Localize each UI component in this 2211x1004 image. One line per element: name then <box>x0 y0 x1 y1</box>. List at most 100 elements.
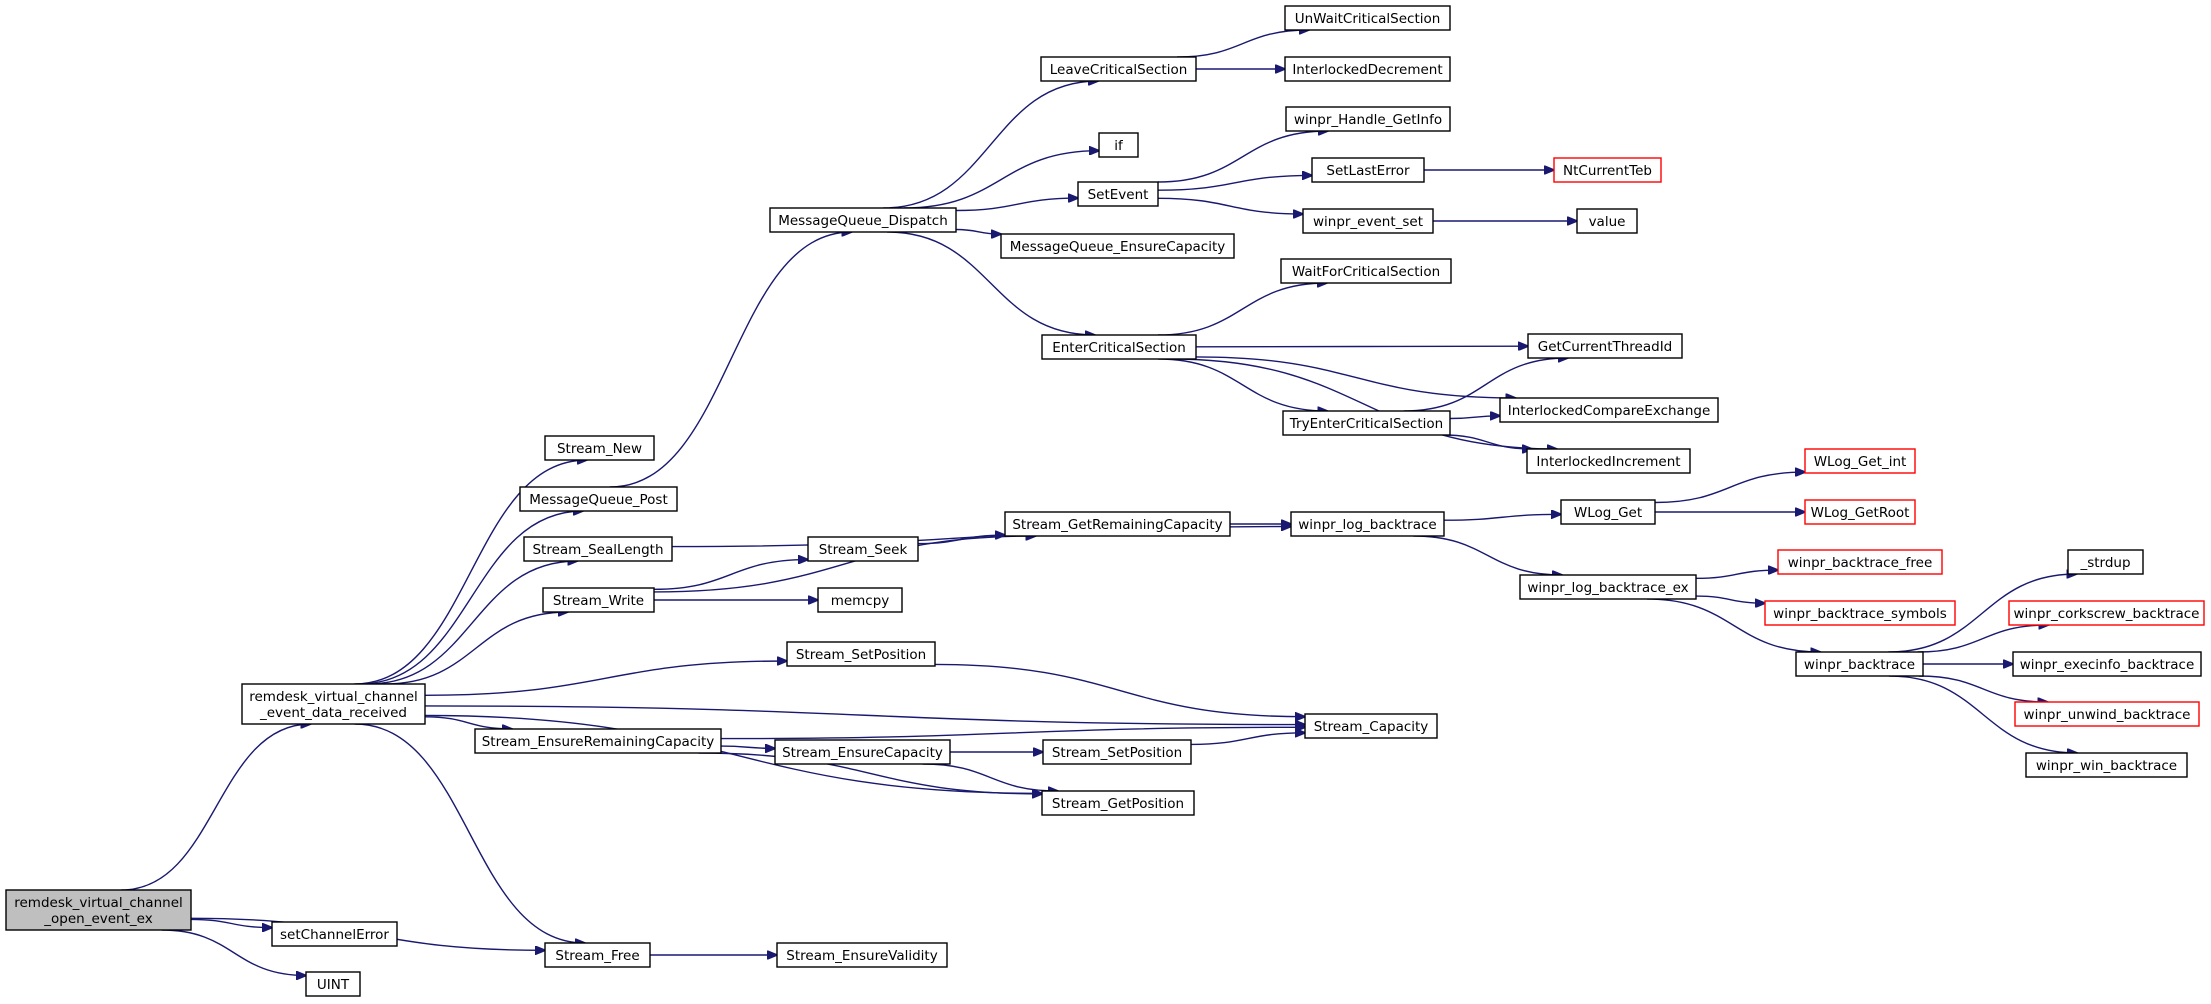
node-box <box>544 435 655 461</box>
node-winpr_backtrace_free[interactable]: winpr_backtrace_free <box>1777 549 1943 575</box>
node-UINT[interactable]: UINT <box>305 971 361 997</box>
node-box <box>1311 157 1425 183</box>
node-setChannelError[interactable]: setChannelError <box>271 921 398 947</box>
node-WLog_Get_int[interactable]: WLog_Get_int <box>1804 448 1916 474</box>
node-label: winpr_log_backtrace_ex <box>1527 580 1688 596</box>
node-winpr_corkscrew_backtrace[interactable]: winpr_corkscrew_backtrace <box>2008 600 2205 626</box>
node-winpr_Handle_GetInfo[interactable]: winpr_Handle_GetInfo <box>1285 106 1451 132</box>
node-label: UINT <box>317 977 350 993</box>
node-label: Stream_EnsureCapacity <box>782 745 943 761</box>
node-box <box>305 971 361 997</box>
node-box <box>544 942 651 968</box>
node-Stream_EnsureValidity[interactable]: Stream_EnsureValidity <box>776 942 948 968</box>
node-box <box>1000 233 1235 259</box>
edge-MessageQueue_Dispatch-to-LeaveCriticalSection <box>883 81 1098 209</box>
node-Stream_New[interactable]: Stream_New <box>544 435 655 461</box>
node-InterlockedDecrement[interactable]: InterlockedDecrement <box>1284 56 1451 82</box>
node-box <box>542 587 655 613</box>
node-box <box>2067 549 2144 575</box>
node-Stream_SetPosition1[interactable]: Stream_SetPosition <box>786 641 936 667</box>
node-label: Stream_SetPosition <box>796 647 926 663</box>
node-UnWaitCriticalSection[interactable]: UnWaitCriticalSection <box>1284 5 1451 31</box>
edge-MessageQueue_Dispatch-to-SetEvent <box>955 198 1078 212</box>
node-box <box>1004 511 1231 537</box>
edge-evt-to-Stream_EnsureRemainingCapacity <box>424 716 512 729</box>
node-label: winpr_Handle_GetInfo <box>1294 112 1442 128</box>
node-InterlockedIncrement[interactable]: InterlockedIncrement <box>1526 448 1691 474</box>
node-value[interactable]: value <box>1576 208 1638 234</box>
node-Stream_Write[interactable]: Stream_Write <box>542 587 655 613</box>
edge-MessageQueue_Dispatch-to-MessageQueue_EnsureCapacity <box>955 228 1001 235</box>
node-Stream_SetPosition2[interactable]: Stream_SetPosition <box>1042 739 1192 765</box>
node-label: EnterCriticalSection <box>1052 340 1186 356</box>
node-root[interactable]: remdesk_virtual_channel_open_event_ex <box>5 889 192 931</box>
node-box <box>1098 132 1139 158</box>
node-Stream_SealLength[interactable]: Stream_SealLength <box>523 536 673 562</box>
node-if[interactable]: if <box>1098 132 1139 158</box>
node-label: _event_data_received <box>259 705 407 721</box>
node-box <box>1285 106 1451 132</box>
node-label: Stream_EnsureValidity <box>786 948 937 964</box>
node-winpr_unwind_backtrace[interactable]: winpr_unwind_backtrace <box>2014 701 2200 727</box>
node-Stream_GetRemainingCapacity[interactable]: Stream_GetRemainingCapacity <box>1004 511 1231 537</box>
edge-EnterCriticalSection-to-GetCurrentThreadId <box>1195 346 1528 347</box>
node-SetLastError[interactable]: SetLastError <box>1311 157 1425 183</box>
node-NtCurrentTeb[interactable]: NtCurrentTeb <box>1553 157 1662 183</box>
edge-root-to-evt <box>121 724 310 891</box>
edge-root-to-setChannelError <box>190 918 272 927</box>
node-Stream_Free[interactable]: Stream_Free <box>544 942 651 968</box>
node-winpr_log_backtrace_ex[interactable]: winpr_log_backtrace_ex <box>1519 574 1697 600</box>
node-TryEnterCriticalSection[interactable]: TryEnterCriticalSection <box>1282 410 1451 436</box>
edge-winpr_log_backtrace_ex-to-winpr_backtrace_free <box>1695 570 1778 579</box>
edge-evt-to-Stream_SealLength <box>367 561 578 685</box>
node-GetCurrentThreadId[interactable]: GetCurrentThreadId <box>1527 333 1683 359</box>
node-Stream_EnsureCapacity[interactable]: Stream_EnsureCapacity <box>774 739 951 765</box>
node-winpr_event_set[interactable]: winpr_event_set <box>1302 208 1434 234</box>
node-WaitForCriticalSection[interactable]: WaitForCriticalSection <box>1280 258 1452 284</box>
node-winpr_backtrace_symbols[interactable]: winpr_backtrace_symbols <box>1764 600 1956 626</box>
node-winpr_win_backtrace[interactable]: winpr_win_backtrace <box>2025 752 2188 778</box>
node-evt[interactable]: remdesk_virtual_channel_event_data_recei… <box>241 683 426 725</box>
edge-EnterCriticalSection-to-TryEnterCriticalSection <box>1158 358 1327 411</box>
node-label: memcpy <box>831 593 890 609</box>
node-label: winpr_win_backtrace <box>2036 758 2177 774</box>
node-box <box>1560 499 1656 525</box>
node-label: winpr_unwind_backtrace <box>2024 707 2191 723</box>
node-label: _strdup <box>2079 555 2130 571</box>
node-label: UnWaitCriticalSection <box>1295 11 1441 27</box>
node-box <box>271 921 398 947</box>
node-memcpy[interactable]: memcpy <box>817 587 903 613</box>
node-EnterCriticalSection[interactable]: EnterCriticalSection <box>1041 334 1197 360</box>
edge-WLog_Get-to-WLog_Get_int <box>1654 472 1805 504</box>
node-label: WaitForCriticalSection <box>1292 264 1440 280</box>
node-MessageQueue_EnsureCapacity[interactable]: MessageQueue_EnsureCapacity <box>1000 233 1235 259</box>
node-WLog_Get[interactable]: WLog_Get <box>1560 499 1656 525</box>
node-Stream_Seek[interactable]: Stream_Seek <box>807 536 919 562</box>
edge-Stream_SetPosition2-to-Stream_Capacity <box>1190 733 1305 746</box>
node-MessageQueue_Dispatch[interactable]: MessageQueue_Dispatch <box>769 207 957 233</box>
node-box <box>523 536 673 562</box>
node-Stream_EnsureRemainingCapacity[interactable]: Stream_EnsureRemainingCapacity <box>474 728 722 754</box>
node-_strdup[interactable]: _strdup <box>2067 549 2144 575</box>
node-MessageQueue_Post[interactable]: MessageQueue_Post <box>519 486 678 512</box>
node-winpr_execinfo_backtrace[interactable]: winpr_execinfo_backtrace <box>2012 651 2202 677</box>
node-label: MessageQueue_Dispatch <box>778 213 948 229</box>
node-LeaveCriticalSection[interactable]: LeaveCriticalSection <box>1040 56 1197 82</box>
edge-evt-to-Stream_Free <box>354 723 585 943</box>
node-box <box>1290 511 1445 537</box>
node-label: MessageQueue_Post <box>529 492 668 508</box>
node-Stream_GetPosition[interactable]: Stream_GetPosition <box>1041 790 1195 816</box>
node-box <box>1282 410 1451 436</box>
node-winpr_log_backtrace[interactable]: winpr_log_backtrace <box>1290 511 1445 537</box>
node-box <box>769 207 957 233</box>
node-label: SetEvent <box>1088 187 1149 203</box>
node-box <box>1519 574 1697 600</box>
node-InterlockedCompareExchange[interactable]: InterlockedCompareExchange <box>1499 397 1719 423</box>
node-SetEvent[interactable]: SetEvent <box>1077 181 1159 207</box>
node-label: Stream_Write <box>553 593 644 609</box>
node-WLog_GetRoot[interactable]: WLog_GetRoot <box>1804 499 1916 525</box>
node-label: WLog_Get <box>1574 505 1642 521</box>
node-Stream_Capacity[interactable]: Stream_Capacity <box>1304 713 1438 739</box>
edges-layer <box>121 30 2077 976</box>
node-winpr_backtrace[interactable]: winpr_backtrace <box>1795 651 1924 677</box>
